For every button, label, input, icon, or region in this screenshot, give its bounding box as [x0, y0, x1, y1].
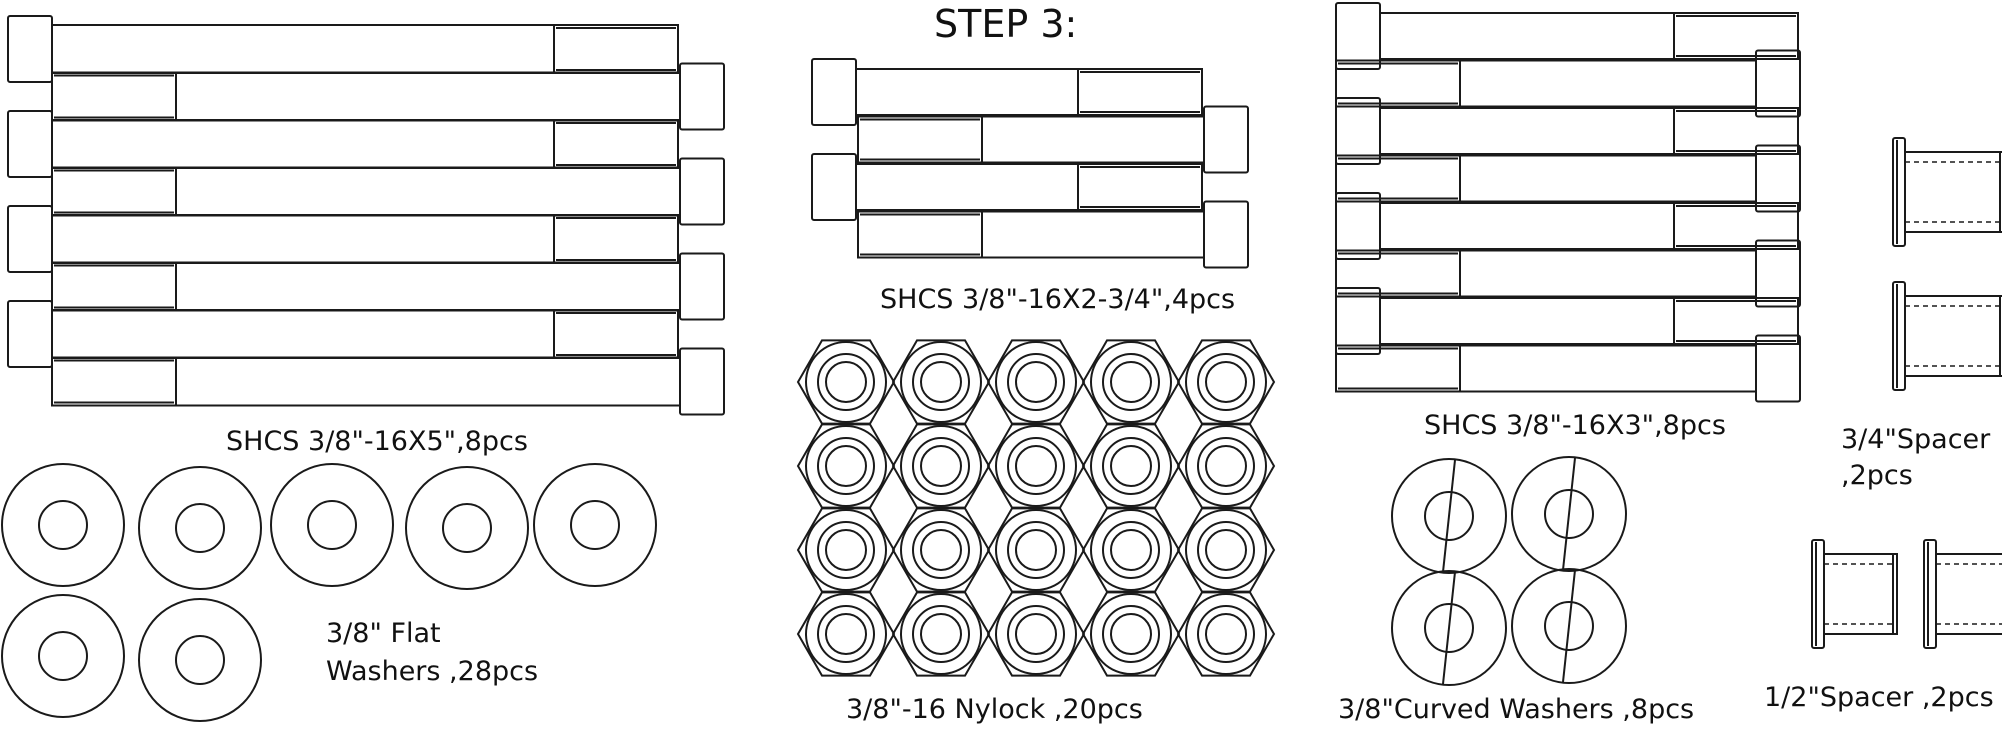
flat-washer-caption-line2: Washers ,28pcs	[326, 656, 539, 687]
socket-head-cap-screw	[1335, 334, 1801, 403]
socket-head-cap-screw	[1335, 144, 1801, 213]
flanged-spacer	[1892, 137, 2002, 247]
curved-washer-caption: 3/8"Curved Washers ,8pcs	[1338, 694, 1695, 725]
socket-head-cap-screw	[1335, 287, 1799, 355]
flat-washer	[1, 594, 125, 718]
flat-washer	[1, 463, 125, 587]
nylock-hex-nut	[1176, 339, 1276, 425]
nylock-hex-nut	[796, 591, 896, 677]
flat-washer	[138, 466, 262, 590]
nylock-hex-nut	[796, 423, 896, 509]
nylock-hex-nut	[891, 507, 991, 593]
nylock-hex-nut	[1081, 423, 1181, 509]
nylock-hex-nut	[796, 339, 896, 425]
flanged-spacer	[1923, 539, 2002, 649]
socket-head-cap-screw	[1335, 49, 1801, 118]
flat-washer	[405, 466, 529, 590]
socket-head-cap-screw	[1335, 2, 1799, 70]
spacer-1-2-group	[1811, 539, 2002, 649]
flat-washer	[533, 463, 657, 587]
nylock-hex-nut	[1081, 507, 1181, 593]
nylock-hex-nut	[986, 423, 1086, 509]
nylock-hex-nut	[1176, 423, 1276, 509]
nylock-hex-nut	[891, 423, 991, 509]
step-title: STEP 3:	[934, 2, 1078, 46]
flanged-spacer	[1892, 281, 2002, 391]
nylock-hex-nut	[1081, 339, 1181, 425]
spacer-1-2-caption: 1/2"Spacer ,2pcs	[1764, 682, 1994, 713]
nylock-caption: 3/8"-16 Nylock ,20pcs	[846, 694, 1143, 725]
flanged-spacer	[1811, 539, 1898, 649]
bolt-5in-caption: SHCS 3/8"-16X5",8pcs	[226, 426, 528, 457]
socket-head-cap-screw	[857, 200, 1249, 269]
bolt-group-3in	[1335, 2, 1801, 403]
socket-head-cap-screw	[857, 105, 1249, 174]
nylock-nut-group	[796, 339, 1276, 677]
nylock-hex-nut	[986, 591, 1086, 677]
nylock-hex-nut	[1176, 591, 1276, 677]
spacer-3-4-caption-line2: ,2pcs	[1841, 460, 1913, 491]
socket-head-cap-screw	[51, 347, 725, 416]
nylock-hex-nut	[986, 507, 1086, 593]
curved-washer	[1391, 458, 1507, 574]
bolt-3in-caption: SHCS 3/8"-16X3",8pcs	[1424, 410, 1726, 441]
curved-washer	[1391, 570, 1507, 686]
flat-washer-caption-line1: 3/8" Flat	[326, 618, 441, 649]
nylock-hex-nut	[891, 339, 991, 425]
flat-washer-group	[1, 463, 657, 722]
bolt-2-3-4in-caption: SHCS 3/8"-16X2-3/4",4pcs	[880, 284, 1236, 315]
flat-washer	[138, 598, 262, 722]
nylock-hex-nut	[1176, 507, 1276, 593]
socket-head-cap-screw	[811, 153, 1203, 221]
nylock-hex-nut	[796, 507, 896, 593]
socket-head-cap-screw	[811, 58, 1203, 126]
nylock-hex-nut	[986, 339, 1086, 425]
nylock-hex-nut	[891, 591, 991, 677]
bolt-group-5in	[7, 15, 725, 416]
socket-head-cap-screw	[1335, 192, 1799, 260]
nylock-hex-nut	[1081, 591, 1181, 677]
spacer-3-4-group	[1892, 137, 2002, 391]
flat-washer	[270, 463, 394, 587]
curved-washer-group	[1391, 456, 1627, 686]
socket-head-cap-screw	[1335, 97, 1799, 165]
socket-head-cap-screw	[1335, 239, 1801, 308]
spacer-3-4-caption-line1: 3/4"Spacer	[1841, 424, 1991, 455]
curved-washer	[1511, 456, 1627, 572]
bolt-group-2-3-4in	[811, 58, 1249, 269]
curved-washer	[1511, 568, 1627, 684]
